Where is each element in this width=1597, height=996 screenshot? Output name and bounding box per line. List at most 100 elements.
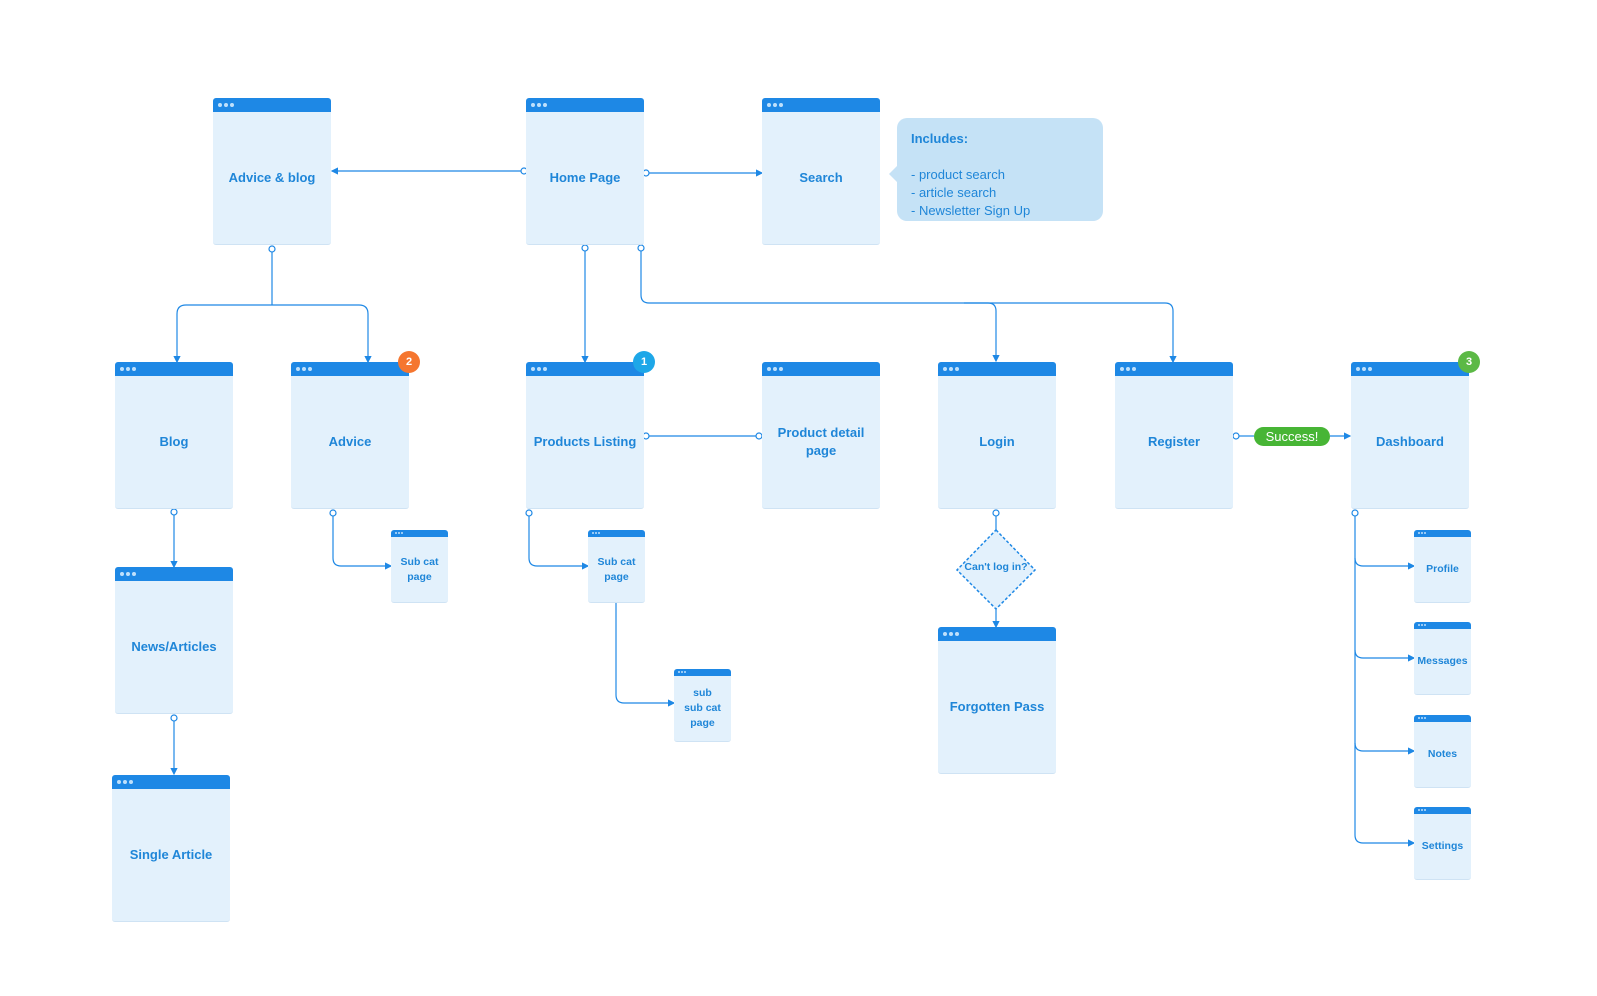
window-bar <box>1115 362 1233 376</box>
page-products-sub-cat[interactable]: Sub cat page <box>588 530 645 603</box>
window-dots-icon <box>1418 717 1426 721</box>
page-messages[interactable]: Messages <box>1414 622 1471 695</box>
window-bar <box>674 669 731 676</box>
window-dots-icon <box>678 671 686 675</box>
page-label: Register <box>1147 434 1201 449</box>
badge-advice: 2 <box>398 351 420 373</box>
port-home-bottom <box>581 244 589 252</box>
page-news-articles[interactable]: News/Articles <box>115 567 233 714</box>
page-label: Search <box>799 170 843 185</box>
connector-advice-subcat <box>332 516 393 570</box>
window-dots-icon <box>943 367 959 371</box>
port-register-right <box>1232 432 1240 440</box>
window-bar <box>1351 362 1469 376</box>
connector-dashboard-notes <box>1354 742 1416 755</box>
page-label: Product detail page <box>777 425 865 458</box>
page-profile[interactable]: Profile <box>1414 530 1471 603</box>
window-bar <box>526 362 644 376</box>
page-label: Profile <box>1426 563 1459 575</box>
window-bar <box>1414 807 1471 814</box>
window-bar <box>1414 715 1471 722</box>
window-bar <box>1414 530 1471 537</box>
search-includes-callout: Includes: - product search - article sea… <box>889 118 1103 221</box>
page-label: Advice & blog <box>228 170 316 185</box>
window-dots-icon <box>120 572 136 576</box>
window-bar <box>112 775 230 789</box>
page-register[interactable]: Register <box>1115 362 1233 509</box>
window-dots-icon <box>1356 367 1372 371</box>
port-blog-bottom <box>170 508 178 516</box>
page-label: Forgotten Pass <box>949 699 1045 714</box>
page-dashboard[interactable]: Dashboard <box>1351 362 1469 509</box>
window-bar <box>526 98 644 112</box>
window-dots-icon <box>1418 624 1426 628</box>
window-bar <box>762 362 880 376</box>
connector-to-blog <box>173 304 272 364</box>
success-pill: Success! <box>1254 427 1330 446</box>
port-products-bottom <box>525 509 533 517</box>
page-single-article[interactable]: Single Article <box>112 775 230 922</box>
window-dots-icon <box>767 103 783 107</box>
badge-dashboard: 3 <box>1458 351 1480 373</box>
connector-subcat-subsubcat <box>615 603 676 707</box>
callout-title: Includes: <box>911 131 969 146</box>
window-bar <box>588 530 645 537</box>
window-dots-icon <box>943 632 959 636</box>
page-notes[interactable]: Notes <box>1414 715 1471 788</box>
window-dots-icon <box>117 780 133 784</box>
page-label: Home Page <box>549 170 621 185</box>
page-forgotten-pass[interactable]: Forgotten Pass <box>938 627 1056 774</box>
window-bar <box>213 98 331 112</box>
page-label: Notes <box>1427 748 1458 760</box>
page-product-detail[interactable]: Product detail page <box>762 362 880 509</box>
window-dots-icon <box>1418 809 1426 813</box>
window-dots-icon <box>1120 367 1136 371</box>
page-advice-sub-cat[interactable]: Sub cat page <box>391 530 448 603</box>
page-advice[interactable]: Advice <box>291 362 409 509</box>
port-news-bottom <box>170 714 178 722</box>
port-dashboard-bottom <box>1351 509 1359 517</box>
window-dots-icon <box>531 103 547 107</box>
page-label: Login <box>979 434 1015 449</box>
page-login[interactable]: Login <box>938 362 1056 509</box>
window-bar <box>938 362 1056 376</box>
window-bar <box>115 362 233 376</box>
connector-products-subcat <box>528 516 590 570</box>
badge-products-listing: 1 <box>633 351 655 373</box>
page-label: News/Articles <box>131 639 217 654</box>
callout-item: - article search <box>911 185 997 200</box>
connector-dashboard-profile <box>1354 557 1416 570</box>
page-blog[interactable]: Blog <box>115 362 233 509</box>
window-dots-icon <box>1418 532 1426 536</box>
page-label: Sub cat page <box>597 555 636 583</box>
window-bar <box>938 627 1056 641</box>
window-dots-icon <box>592 532 600 536</box>
connector-home-login <box>640 250 1000 363</box>
page-label: Dashboard <box>1376 434 1444 449</box>
port-advice-bottom <box>329 509 337 517</box>
page-label: Advice <box>328 434 372 449</box>
window-dots-icon <box>218 103 234 107</box>
page-search[interactable]: Search <box>762 98 880 245</box>
page-label: Products Listing <box>533 434 637 449</box>
page-settings[interactable]: Settings <box>1414 807 1471 880</box>
port-login-bottom <box>992 509 1000 517</box>
connector-to-advice <box>272 304 372 364</box>
page-products-listing[interactable]: Products Listing <box>526 362 644 509</box>
page-advice-blog[interactable]: Advice & blog <box>213 98 331 245</box>
page-label: Single Article <box>129 847 213 862</box>
callout-item: - product search <box>911 167 1005 182</box>
page-home[interactable]: Home Page <box>526 98 644 245</box>
page-sub-sub-cat[interactable]: sub sub cat page <box>674 669 731 742</box>
page-label: Settings <box>1421 840 1464 852</box>
window-bar <box>391 530 448 537</box>
window-dots-icon <box>767 367 783 371</box>
connector-dashboard-messages <box>1354 649 1416 662</box>
window-bar <box>115 567 233 581</box>
window-dots-icon <box>531 367 547 371</box>
page-label: Sub cat page <box>400 555 439 583</box>
window-dots-icon <box>395 532 403 536</box>
page-label: Messages <box>1417 655 1468 667</box>
window-dots-icon <box>120 367 136 371</box>
connector-dashboard-trunk <box>1354 516 1416 847</box>
